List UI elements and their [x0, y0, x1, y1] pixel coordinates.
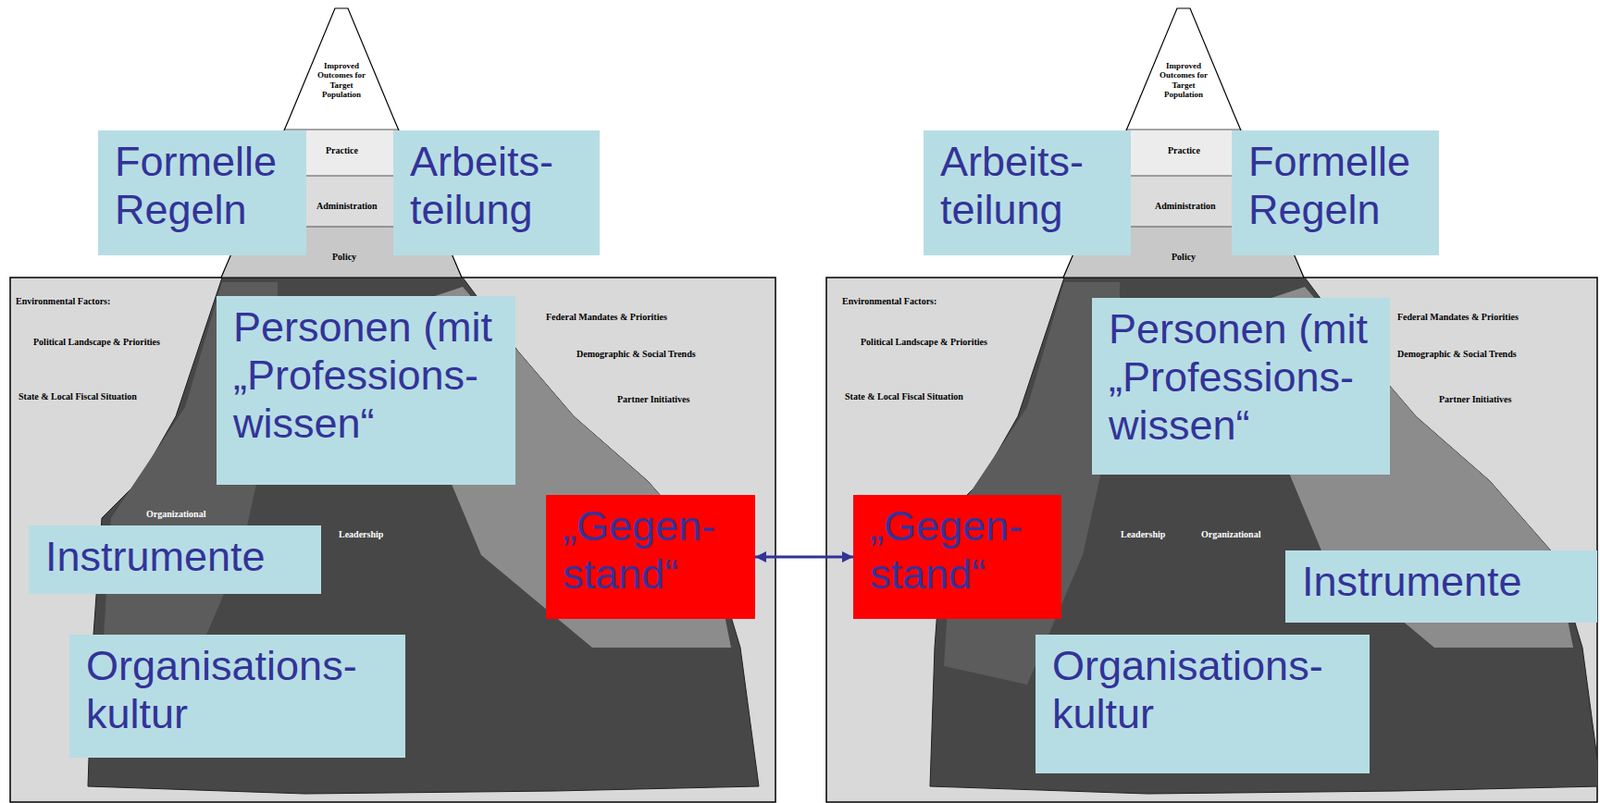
- concept-box: Organisations- kultur: [1035, 634, 1370, 774]
- concept-box: Organisations- kultur: [69, 634, 406, 758]
- iceberg-label: Organizational: [146, 508, 206, 521]
- iceberg-label: State & Local Fiscal Situation: [844, 391, 964, 403]
- iceberg-label: Partner Initiatives: [1438, 394, 1512, 406]
- concept-box: Personen (mit „Professions- wissen“: [216, 296, 516, 485]
- box-text: Arbeits- teilung: [409, 137, 583, 235]
- iceberg-label: Leadership: [338, 529, 384, 541]
- concept-box: Personen (mit „Professions- wissen“: [1091, 297, 1390, 475]
- iceberg-label: Policy: [1171, 251, 1196, 263]
- iceberg-label: Federal Mandates & Priorities: [1397, 311, 1519, 323]
- iceberg-label: Improved Outcomes for Target Population: [1153, 61, 1215, 100]
- concept-box: Instrumente: [1285, 550, 1598, 623]
- concept-box: Arbeits- teilung: [393, 130, 600, 256]
- box-text: Organisations- kultur: [1052, 642, 1353, 739]
- iceberg-label: Leadership: [1120, 529, 1166, 541]
- water-panel: [10, 277, 776, 803]
- concept-box: Instrumente: [28, 525, 322, 595]
- iceberg-label: Administration: [316, 200, 378, 212]
- iceberg-label: Administration: [1154, 200, 1216, 212]
- iceberg-label: Environmental Factors:: [15, 296, 111, 308]
- concept-box: Arbeits- teilung: [923, 130, 1131, 256]
- iceberg-label: Improved Outcomes for Target Population: [310, 61, 373, 100]
- iceberg-label: Environmental Factors:: [842, 296, 937, 308]
- iceberg-label: Political Landscape & Priorities: [33, 336, 161, 348]
- iceberg-label: Political Landscape & Priorities: [860, 336, 988, 348]
- iceberg-label: Demographic & Social Trends: [576, 348, 696, 360]
- box-text: „Gegen- stand“: [869, 502, 1045, 599]
- box-text: Organisations- kultur: [86, 642, 389, 739]
- concept-box: Formelle Regeln: [98, 130, 307, 256]
- box-text: Personen (mit „Professions- wissen“: [233, 303, 499, 447]
- box-text: Formelle Regeln: [1248, 137, 1423, 235]
- iceberg-label: Practice: [325, 145, 359, 157]
- box-text: Instrumente: [1302, 558, 1581, 607]
- iceberg-label: Demographic & Social Trends: [1397, 348, 1517, 360]
- concept-box: Formelle Regeln: [1231, 130, 1439, 256]
- box-text: Formelle Regeln: [114, 137, 290, 235]
- iceberg-label: Federal Mandates & Priorities: [545, 311, 668, 323]
- box-text: Arbeits- teilung: [940, 137, 1115, 235]
- object-box: „Gegen- stand“: [545, 495, 756, 620]
- iceberg-label: Organizational: [1201, 529, 1261, 541]
- double-arrow: [755, 556, 854, 559]
- box-text: Instrumente: [45, 533, 305, 582]
- box-text: „Gegen- stand“: [562, 502, 739, 599]
- iceberg-label: Partner Initiatives: [617, 394, 690, 406]
- iceberg-label: Policy: [332, 251, 357, 263]
- iceberg-label: Practice: [1167, 145, 1201, 157]
- object-box: „Gegen- stand“: [853, 495, 1062, 620]
- iceberg-label: State & Local Fiscal Situation: [18, 391, 137, 403]
- box-text: Personen (mit „Professions- wissen“: [1108, 305, 1374, 449]
